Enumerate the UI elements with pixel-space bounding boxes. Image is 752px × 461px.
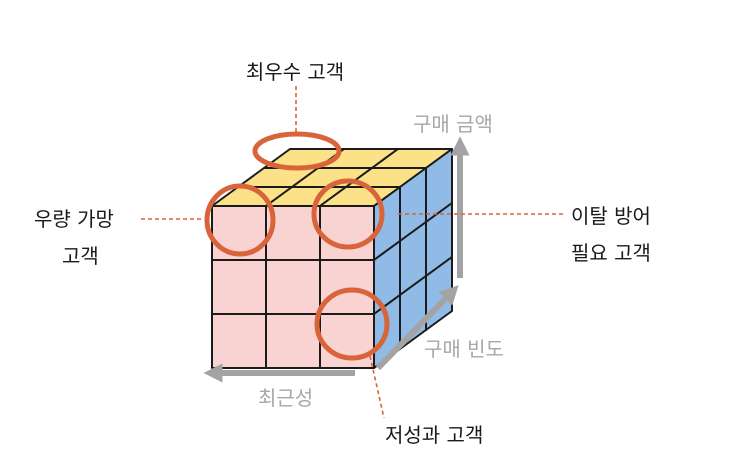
front-face-cell (265, 313, 321, 369)
low-value-leader (369, 355, 385, 419)
front-face-cell (211, 259, 267, 315)
front-face-cell (211, 313, 267, 369)
loyal-potential-label-line2: 고객 (62, 244, 99, 268)
axis-arrows (203, 136, 470, 383)
front-face-cell (319, 205, 375, 261)
frequency-axis-arrow (375, 285, 459, 371)
recency-axis-label: 최근성 (258, 386, 313, 410)
cube-front-face (211, 205, 375, 369)
highlight-circles (204, 131, 390, 361)
rubik-cube (211, 148, 453, 369)
churn-prevention-label-line2: 필요 고객 (571, 241, 651, 265)
low-value-label: 저성과 고객 (385, 423, 483, 447)
top-customer-circle (252, 131, 342, 171)
front-face-cell (265, 259, 321, 315)
top-customer-label: 최우수 고객 (246, 60, 344, 84)
front-face-cell (319, 259, 375, 315)
churn-prevention-label-line1: 이탈 방어 (571, 204, 651, 228)
frequency-axis-label: 구매 빈도 (424, 337, 504, 361)
monetary-axis-label: 구매 금액 (413, 112, 493, 136)
low-value-circle (314, 287, 390, 361)
churn-prevention-circle (311, 178, 385, 250)
leader-lines (141, 86, 563, 419)
segment-labels: 최우수 고객 우량 가망 고객 이탈 방어 필요 고객 저성과 고객 (34, 60, 651, 447)
axis-labels: 최근성 구매 빈도 구매 금액 (258, 112, 504, 410)
loyal-potential-circle (204, 183, 276, 257)
loyal-potential-label-line1: 우량 가망 (34, 207, 114, 231)
